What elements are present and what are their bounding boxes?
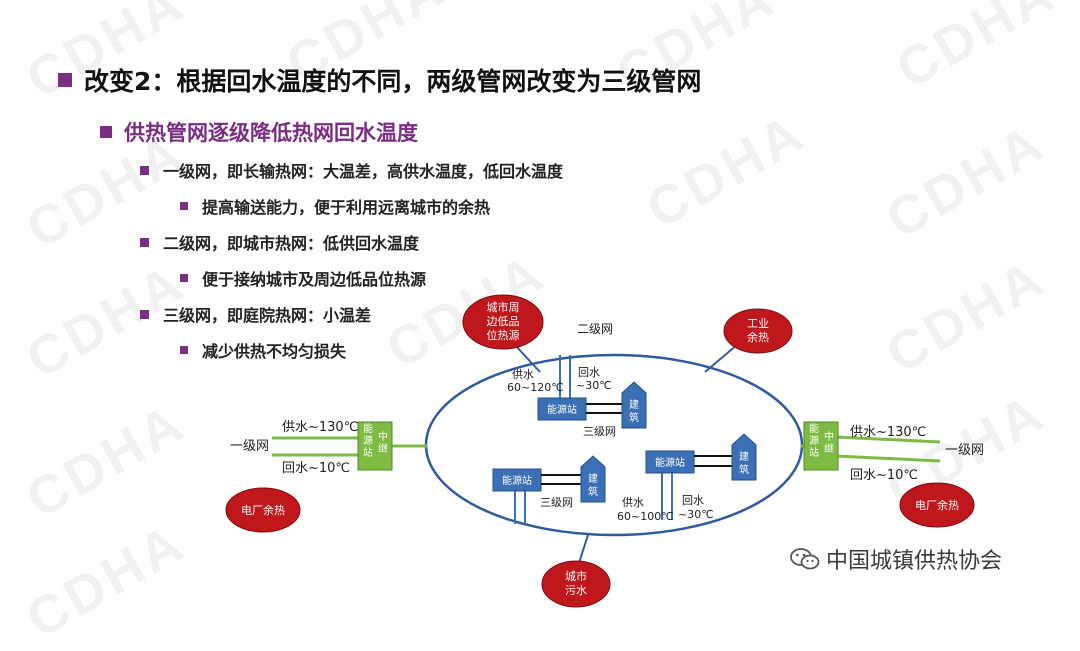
- building-label: 建: [588, 472, 598, 485]
- relay-station-label: 源: [363, 434, 373, 447]
- list-item-text: 减少供热不均匀损失: [202, 342, 347, 361]
- heat-source-label: 工业: [747, 317, 769, 330]
- heat-source-label: 污水: [565, 584, 587, 597]
- list-item-text: 提高输送能力，便于利用远离城市的余热: [202, 198, 491, 217]
- building: [580, 455, 606, 503]
- bullet-square: [140, 237, 149, 247]
- list-item-text: 二级网，即城市热网：低供回水温度: [163, 234, 420, 253]
- list-item: 二级网，即城市热网：低供回水温度: [140, 230, 419, 254]
- title-text: 改变2：根据回水温度的不同，两级管网改变为三级管网: [84, 67, 702, 96]
- secondary-network-label: 二级网: [577, 322, 613, 336]
- heat-source-label: 电厂余热: [915, 498, 959, 512]
- tertiary-network-label: 三级网: [583, 425, 616, 438]
- heat-source-industrial: 工业 余热: [723, 308, 793, 354]
- heat-source-label: 城市: [565, 569, 587, 583]
- return-label: 回水: [578, 366, 600, 379]
- publisher-name: 中国城镇供热协会: [826, 549, 1003, 574]
- return-label: 回水: [682, 494, 704, 507]
- relay-station-label: 能: [363, 422, 373, 435]
- return-temp-label: ~30℃: [576, 379, 612, 392]
- building: [621, 381, 647, 429]
- bullet-square: [180, 274, 188, 282]
- bullet-square: [100, 126, 112, 138]
- heat-source-city-low-grade: 城市周 边低品 位热源: [462, 294, 544, 350]
- heat-source-label: 电厂余热: [241, 503, 285, 517]
- heat-source-city-sewage: 城市 污水: [541, 560, 611, 608]
- tertiary-network-label: 三级网: [540, 496, 573, 509]
- slide: CDHA CDHA CDHA CDHA CDHA CDHA CDHA CDHA …: [17, 0, 1066, 650]
- relay-station-right: 能 源 站 中 继: [803, 421, 839, 471]
- primary-supply-label: 供水~130℃: [850, 425, 926, 440]
- list-item: 便于接纳城市及周边低品位热源: [180, 266, 426, 290]
- wechat-icon: [790, 548, 820, 570]
- subheading: 供热管网逐级降低热网回水温度: [100, 117, 418, 147]
- energy-station-label: 能源站: [547, 403, 577, 416]
- subheading-text: 供热管网逐级降低热网回水温度: [124, 121, 418, 145]
- network-diagram: 能 源 站 中 继 能 源 站 中 继 供水~130℃ 一级网 回水~10℃ 供…: [225, 294, 984, 608]
- relay-station-label: 站: [809, 446, 819, 459]
- list-item-text: 三级网，即庭院热网：小温差: [163, 306, 372, 325]
- bullet-square: [58, 73, 72, 87]
- energy-station: [492, 468, 542, 492]
- list-item-text: 一级网，即长输热网：大温差，高供水温度，低回水温度: [163, 162, 564, 181]
- relay-station-label: 能: [809, 422, 819, 435]
- heat-source-label: 位热源: [487, 328, 520, 342]
- return-temp-label: ~30℃: [678, 508, 714, 521]
- relay-station-label: 源: [809, 434, 819, 447]
- slide-title: 改变2：根据回水温度的不同，两级管网改变为三级管网: [58, 62, 701, 98]
- building-label: 筑: [739, 463, 749, 476]
- primary-supply-pipe-right: [835, 435, 941, 444]
- primary-network-label: 一级网: [230, 439, 269, 454]
- building-label: 建: [629, 398, 639, 411]
- heat-source-label: 余热: [747, 330, 769, 344]
- heat-source-power-right: 电厂余热: [899, 482, 975, 528]
- relay-station-left: 能 源 站 中 继: [357, 421, 393, 471]
- energy-station-label: 能源站: [655, 456, 685, 469]
- relay-word: 中: [824, 430, 834, 443]
- list-item: 一级网，即长输热网：大温差，高供水温度，低回水温度: [140, 158, 563, 182]
- supply-label: 供水: [512, 367, 534, 381]
- bullet-square: [180, 346, 188, 354]
- building-label: 筑: [629, 411, 639, 424]
- primary-network-label: 一级网: [945, 443, 984, 458]
- supply-label: 供水: [622, 495, 644, 509]
- publisher-logo: 中国城镇供热协会: [790, 543, 1002, 575]
- primary-return-label: 回水~10℃: [282, 461, 350, 476]
- heat-source-label: 边低品: [487, 315, 520, 328]
- relay-station-label: 站: [363, 446, 373, 459]
- list-item: 提高输送能力，便于利用远离城市的余热: [180, 194, 490, 218]
- primary-supply-label: 供水~130℃: [282, 420, 358, 435]
- supply-temp-label: 60~120℃: [507, 381, 564, 394]
- connector-line: [514, 344, 541, 373]
- bullet-square: [140, 165, 149, 175]
- bullet-square: [180, 202, 188, 210]
- list-item-text: 便于接纳城市及周边低品位热源: [202, 270, 427, 289]
- energy-station: [645, 450, 695, 474]
- building: [731, 433, 757, 481]
- energy-station: [537, 397, 587, 421]
- supply-temp-label: 60~100℃: [617, 510, 674, 523]
- heat-source-label: 城市周: [487, 300, 520, 314]
- relay-word: 中: [378, 430, 388, 443]
- primary-return-label: 回水~10℃: [850, 468, 918, 483]
- relay-word: 继: [378, 442, 388, 455]
- relay-word: 继: [824, 442, 834, 455]
- bullet-square: [140, 309, 149, 319]
- heat-source-power-left: 电厂余热: [225, 487, 301, 533]
- building-label: 建: [739, 450, 749, 463]
- building-label: 筑: [588, 485, 598, 498]
- list-item: 减少供热不均匀损失: [180, 338, 346, 362]
- list-item: 三级网，即庭院热网：小温差: [140, 302, 371, 326]
- primary-return-pipe-right: [835, 454, 941, 463]
- energy-station-label: 能源站: [502, 474, 532, 487]
